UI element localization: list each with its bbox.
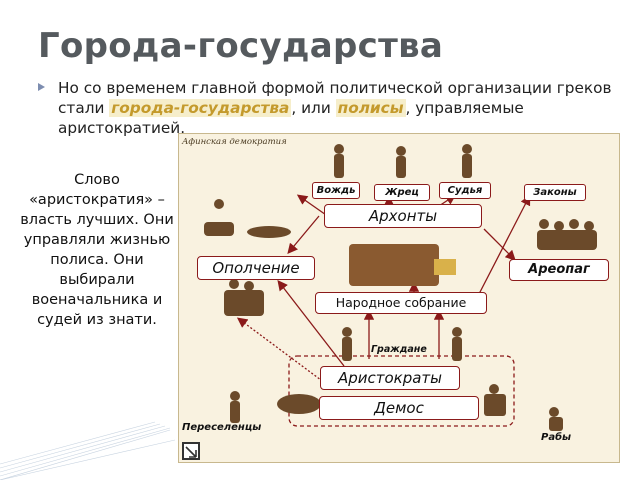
highlight-city-states: города-государства [109, 99, 292, 117]
label-settlers: Переселенцы [182, 422, 262, 433]
citizens-group-box [288, 355, 515, 427]
label-demos: Демос [319, 396, 479, 420]
bullet-paragraph: Но со временем главной формой политическ… [38, 78, 618, 138]
highlight-polis: полисы [335, 99, 406, 117]
label-citizens: Граждане [371, 344, 427, 355]
label-judge: Судья [439, 182, 491, 199]
nav-arrow-glyph [185, 446, 197, 458]
arrow-aristocrats-soldiers [236, 317, 330, 387]
label-militia: Ополчение [197, 256, 315, 280]
label-aristocrats: Аристократы [320, 366, 460, 390]
arrow-archons-militia [287, 215, 320, 254]
diagram-arrows [236, 194, 531, 427]
bullet-part-2: , или [291, 99, 336, 117]
bullet-part-1: Но со временем главной формой политическ… [58, 79, 612, 117]
label-assembly: Народное собрание [315, 292, 487, 314]
arrow-citizens-militia [277, 279, 345, 367]
arrow-archons-areopagus [483, 228, 516, 261]
bullet-arrow-icon [38, 83, 45, 91]
label-priest: Жрец [374, 184, 430, 201]
bullet-part-3: , управляемые аристократией. [58, 99, 524, 137]
label-leader: Вождь [312, 182, 360, 199]
label-areopagus: Ареопаг [509, 259, 609, 281]
athenian-democracy-diagram: Афинская демократия Вождь Жрец Судья Зак… [178, 133, 620, 463]
nav-arrow-icon[interactable] [182, 442, 200, 460]
label-slaves: Рабы [541, 432, 572, 443]
diagram-caption: Афинская демократия [182, 137, 287, 147]
arrow-areopagus-laws [478, 194, 531, 295]
slide-title: Города-государства [38, 26, 444, 66]
decorative-lines [0, 421, 176, 480]
label-archons: Архонты [324, 204, 482, 228]
diagram-svg [204, 144, 597, 431]
bullet-text: Но со временем главной формой политическ… [58, 78, 618, 138]
diagram-figures [204, 144, 597, 431]
side-note: Слово «аристократия» – власть лучших. Он… [20, 172, 174, 328]
label-laws: Законы [524, 184, 586, 201]
